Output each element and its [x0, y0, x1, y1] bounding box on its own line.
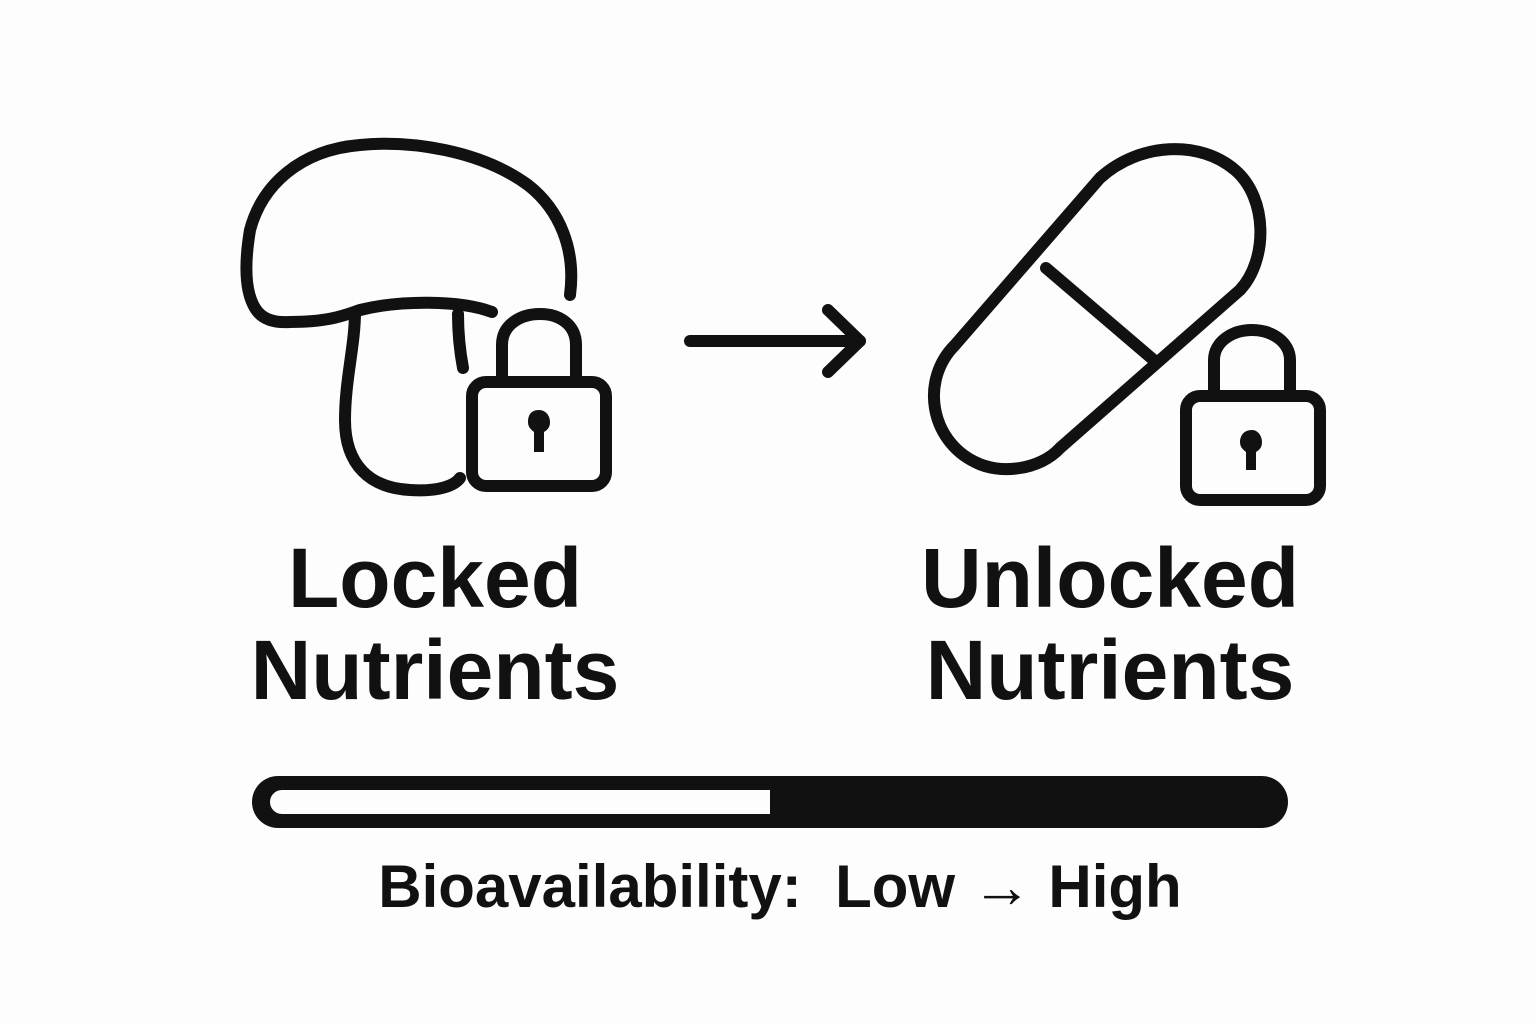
caption-arrow-icon: →	[971, 853, 1032, 920]
right-arrow-icon	[684, 304, 866, 378]
right-label-line2: Nutrients	[925, 623, 1295, 717]
mushroom-icon	[240, 137, 578, 497]
right-label-line1: Unlocked	[920, 531, 1300, 625]
bioavailability-bar	[252, 776, 1288, 828]
caption-low: Low	[835, 853, 956, 920]
locked-nutrients-label: Locked Nutrients	[230, 532, 640, 716]
padlock-icon	[466, 308, 612, 492]
bioavailability-bar-low-segment	[270, 790, 770, 814]
caption-prefix: Bioavailability:	[378, 853, 802, 920]
capsule-icon	[928, 143, 1267, 476]
unlocked-nutrients-label: Unlocked Nutrients	[900, 532, 1320, 716]
left-label-line1: Locked	[287, 531, 583, 625]
padlock-icon	[1180, 324, 1326, 506]
caption-high: High	[1048, 853, 1182, 920]
left-label-line2: Nutrients	[250, 623, 620, 717]
bioavailability-caption: Bioavailability: Low → High	[330, 852, 1230, 922]
